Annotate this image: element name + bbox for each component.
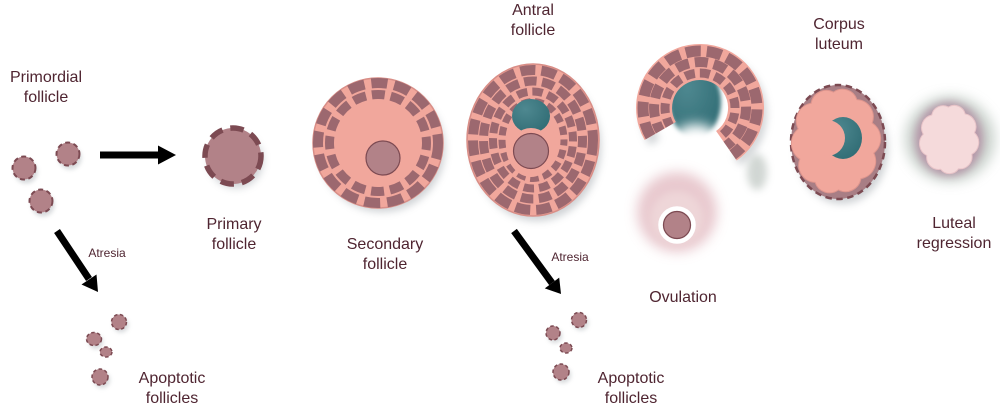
oocyte — [512, 132, 550, 170]
ovulation-figure — [636, 44, 767, 252]
atresia-arrow-left — [54, 229, 98, 292]
arrow-head — [81, 274, 98, 292]
apoptotic-follicle — [559, 342, 573, 354]
cell-ring-2 — [479, 76, 587, 204]
follicle-wall — [636, 44, 765, 161]
zona-pellucida — [658, 206, 696, 244]
primordial-follicle — [28, 188, 54, 214]
arrow-shaft — [511, 228, 555, 286]
progression-arrow — [100, 145, 176, 165]
apoptotic-follicles-left — [85, 313, 129, 388]
label-corpus-luteum: Corpus luteum — [813, 16, 865, 53]
rupture-opening — [668, 124, 724, 176]
label-primary-follicle: Primary follicle — [206, 216, 262, 253]
primordial-follicle — [11, 155, 37, 181]
label-atresia-left: Atresia — [88, 246, 126, 260]
cell-ring-1 — [468, 65, 598, 215]
apoptotic-follicles-right — [545, 311, 589, 383]
arrow-head — [544, 277, 561, 294]
primordial-follicle-cluster — [11, 141, 82, 217]
cell-ring-4 — [498, 98, 568, 182]
corpus-luteum-figure — [789, 83, 888, 204]
oocyte — [365, 140, 401, 176]
secondary-follicle-figure — [312, 77, 445, 212]
theca-ring-inner — [325, 90, 431, 196]
apoptotic-follicle — [545, 325, 561, 341]
theca-ring-outer — [313, 78, 443, 208]
apoptotic-follicle — [99, 346, 113, 358]
antral-follicle-figure — [466, 63, 601, 221]
regressing-body — [919, 104, 980, 175]
label-apoptotic-left: Apoptotic follicles — [138, 370, 206, 407]
label-ovulation: Ovulation — [649, 289, 717, 306]
released-oocyte — [662, 210, 692, 240]
wall-ring-inner — [660, 68, 740, 141]
label-secondary-follicle: Secondary follicle — [346, 236, 424, 273]
primordial-follicle — [55, 141, 81, 167]
apoptotic-follicle — [570, 311, 588, 329]
clot-cut — [809, 120, 845, 156]
apoptotic-follicle — [85, 331, 103, 347]
label-primordial-follicle: Primordial follicle — [9, 69, 82, 106]
label-luteal-regression: Luteal regression — [916, 215, 992, 252]
label-antral-follicle: Antral follicle — [510, 2, 556, 39]
apoptotic-follicle — [110, 313, 128, 331]
cell-ring-3 — [489, 87, 577, 193]
luteal-regression-figure — [905, 96, 995, 182]
primary-follicle — [202, 125, 264, 187]
primary-follicle-figure — [202, 125, 264, 188]
apoptotic-follicle — [552, 363, 570, 381]
wall-ring-outer — [637, 45, 763, 160]
antrum — [512, 99, 550, 133]
rupture-smudge — [747, 154, 767, 190]
arrow-shaft — [100, 151, 160, 159]
arrow-shaft — [54, 229, 92, 281]
arrow-head — [158, 145, 176, 165]
label-atresia-right: Atresia — [551, 250, 589, 264]
apoptotic-follicle — [91, 368, 109, 386]
label-apoptotic-right: Apoptotic follicles — [597, 370, 665, 407]
atresia-arrow-right — [511, 228, 561, 294]
